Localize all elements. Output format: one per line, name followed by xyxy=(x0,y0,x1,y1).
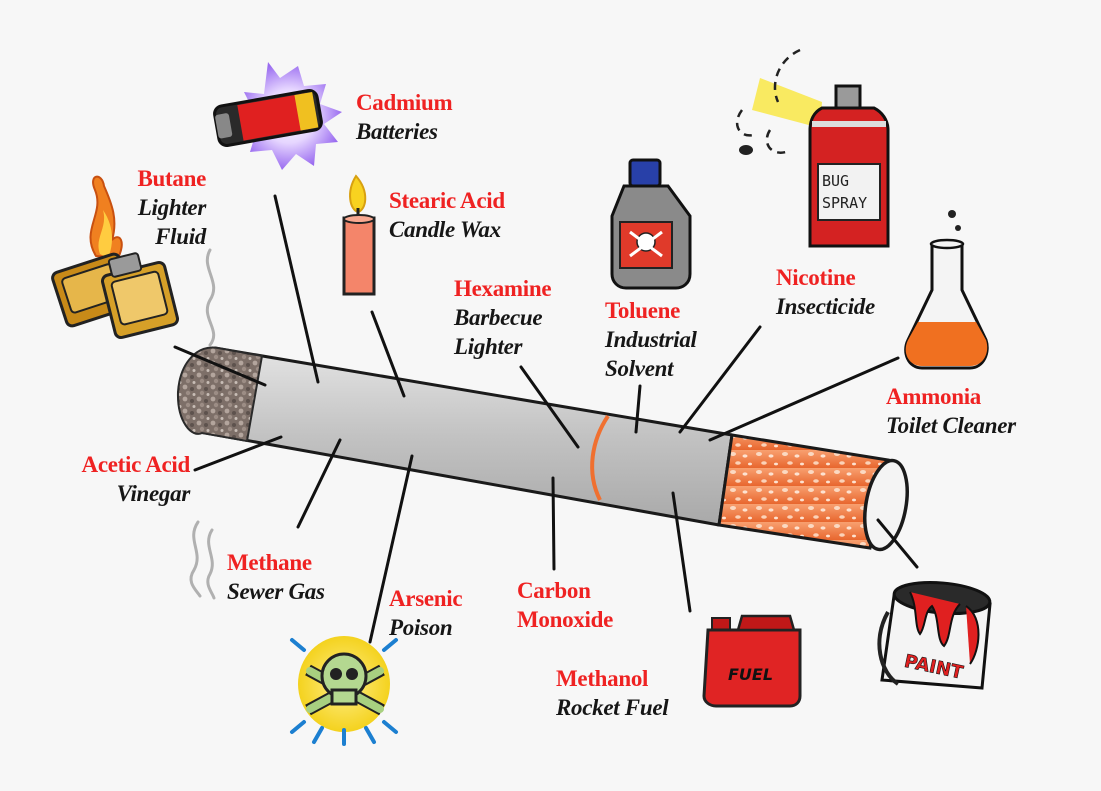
label-arsenic: Arsenic Poison xyxy=(389,584,463,642)
bug-spray-label-1: BUG xyxy=(822,172,849,190)
chemical-name: Stearic Acid xyxy=(389,188,505,213)
fumes-icon xyxy=(189,520,216,600)
chemical-name: Methanol xyxy=(556,666,649,691)
cigarette xyxy=(176,346,909,552)
common-use: Fluid xyxy=(155,224,206,249)
common-use: Poison xyxy=(389,615,453,640)
chemical-name: Nicotine xyxy=(776,265,856,290)
common-use: Barbecue xyxy=(454,305,543,330)
label-methane: Methane Sewer Gas xyxy=(227,548,325,606)
chemical-name: Ammonia xyxy=(886,384,982,409)
label-stearic-acid: Stearic Acid Candle Wax xyxy=(389,186,505,244)
flask-icon xyxy=(904,210,989,370)
common-use: Batteries xyxy=(356,119,438,144)
leader-lines xyxy=(173,194,919,644)
lighter-icon xyxy=(51,175,180,340)
common-use: Sewer Gas xyxy=(227,579,325,604)
chemical-name: Butane xyxy=(137,166,207,191)
chemical-name: Hexamine xyxy=(454,276,552,301)
chemical-name: Carbon Monoxide xyxy=(517,578,613,632)
label-cadmium: Cadmium Batteries xyxy=(356,88,453,146)
poison-bottle-icon xyxy=(610,158,692,290)
paint-can-icon: PAINT xyxy=(877,580,992,690)
common-use: Rocket Fuel xyxy=(556,695,669,720)
smoke-icon xyxy=(205,248,216,347)
label-acetic-acid: Acetic Acid Vinegar xyxy=(40,450,191,508)
chemical-name: Arsenic xyxy=(389,586,463,611)
label-hexamine: Hexamine Barbecue Lighter xyxy=(454,274,552,361)
chemical-name: Acetic Acid xyxy=(81,452,191,477)
candle-icon xyxy=(342,174,376,296)
chemical-name: Methane xyxy=(227,550,312,575)
label-toluene: Toluene Industrial Solvent xyxy=(605,296,697,383)
label-carbon-monoxide: Carbon Monoxide xyxy=(517,576,637,634)
chemical-name: Toluene xyxy=(605,298,681,323)
skull-icon xyxy=(290,636,398,746)
common-use: Lighter xyxy=(454,334,523,359)
label-ammonia: Ammonia Toilet Cleaner xyxy=(886,382,1016,440)
common-use: Vinegar xyxy=(116,481,191,506)
bug-spray-label-2: SPRAY xyxy=(822,194,867,212)
common-use: Toilet Cleaner xyxy=(886,413,1016,438)
chemical-name: Cadmium xyxy=(356,90,453,115)
common-use: Candle Wax xyxy=(389,217,501,242)
fuel-can-icon: FUEL xyxy=(702,614,802,708)
label-butane: Butane Lighter Fluid xyxy=(60,164,207,251)
common-use: Solvent xyxy=(605,356,674,381)
label-nicotine: Nicotine Insecticide xyxy=(776,263,875,321)
fuel-label: FUEL xyxy=(728,665,773,684)
bug-spray-icon: BUG SPRAY xyxy=(735,48,890,248)
common-use: Lighter xyxy=(137,195,206,220)
common-use: Industrial xyxy=(605,327,697,352)
battery-icon xyxy=(213,62,342,170)
common-use: Insecticide xyxy=(776,294,875,319)
label-methanol: Methanol Rocket Fuel xyxy=(556,664,669,722)
